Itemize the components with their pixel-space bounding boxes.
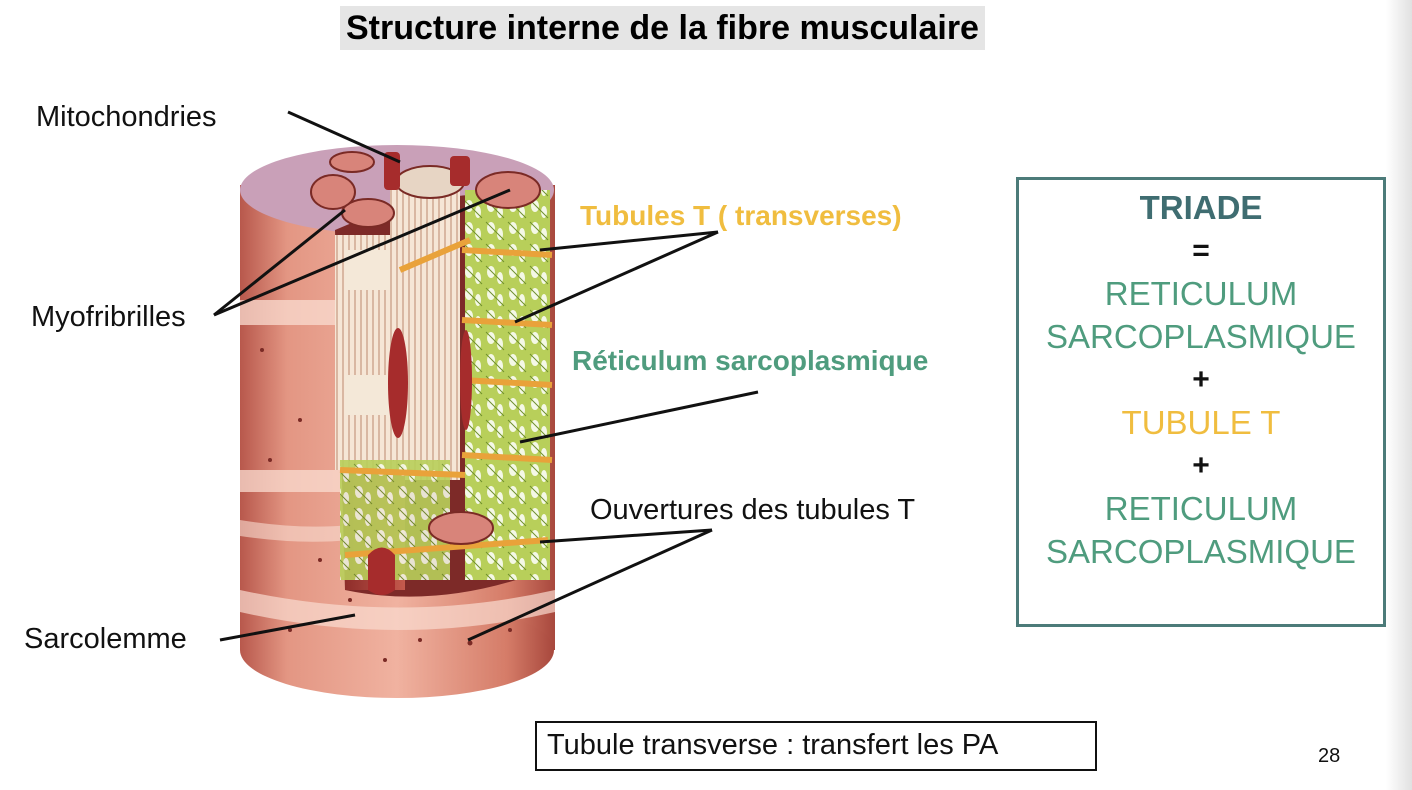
triade-line-reticulum-1a: RETICULUM <box>1104 275 1298 312</box>
triade-line-reticulum-1b: SARCOPLASMIQUE <box>1046 318 1356 355</box>
label-mitochondries: Mitochondries <box>36 101 217 133</box>
triade-equals: = <box>1192 234 1210 267</box>
note-box: Tubule transverse : transfert les PA <box>535 721 1097 771</box>
label-reticulum: Réticulum sarcoplasmique <box>572 345 929 376</box>
label-tubules-t: Tubules T ( transverses) <box>580 200 902 231</box>
page-edge-shadow <box>1386 0 1412 790</box>
page-number: 28 <box>1318 745 1341 767</box>
triade-plus-1: + <box>1192 363 1210 396</box>
triade-line-tubule: TUBULE T <box>1121 404 1281 441</box>
triade-box: TRIADE = RETICULUM SARCOPLASMIQUE + TUBU… <box>1016 177 1386 627</box>
label-ouvertures: Ouvertures des tubules T <box>590 494 916 526</box>
triade-heading: TRIADE <box>1139 189 1263 226</box>
triade-line-reticulum-2b: SARCOPLASMIQUE <box>1046 533 1356 570</box>
triade-line-reticulum-2a: RETICULUM <box>1104 490 1298 527</box>
label-myofibrilles: Myofribrilles <box>31 301 186 333</box>
page-title: Structure interne de la fibre musculaire <box>340 6 985 50</box>
triade-plus-2: + <box>1192 449 1210 482</box>
leader-lines <box>213 110 759 642</box>
label-sarcolemme: Sarcolemme <box>24 623 187 655</box>
